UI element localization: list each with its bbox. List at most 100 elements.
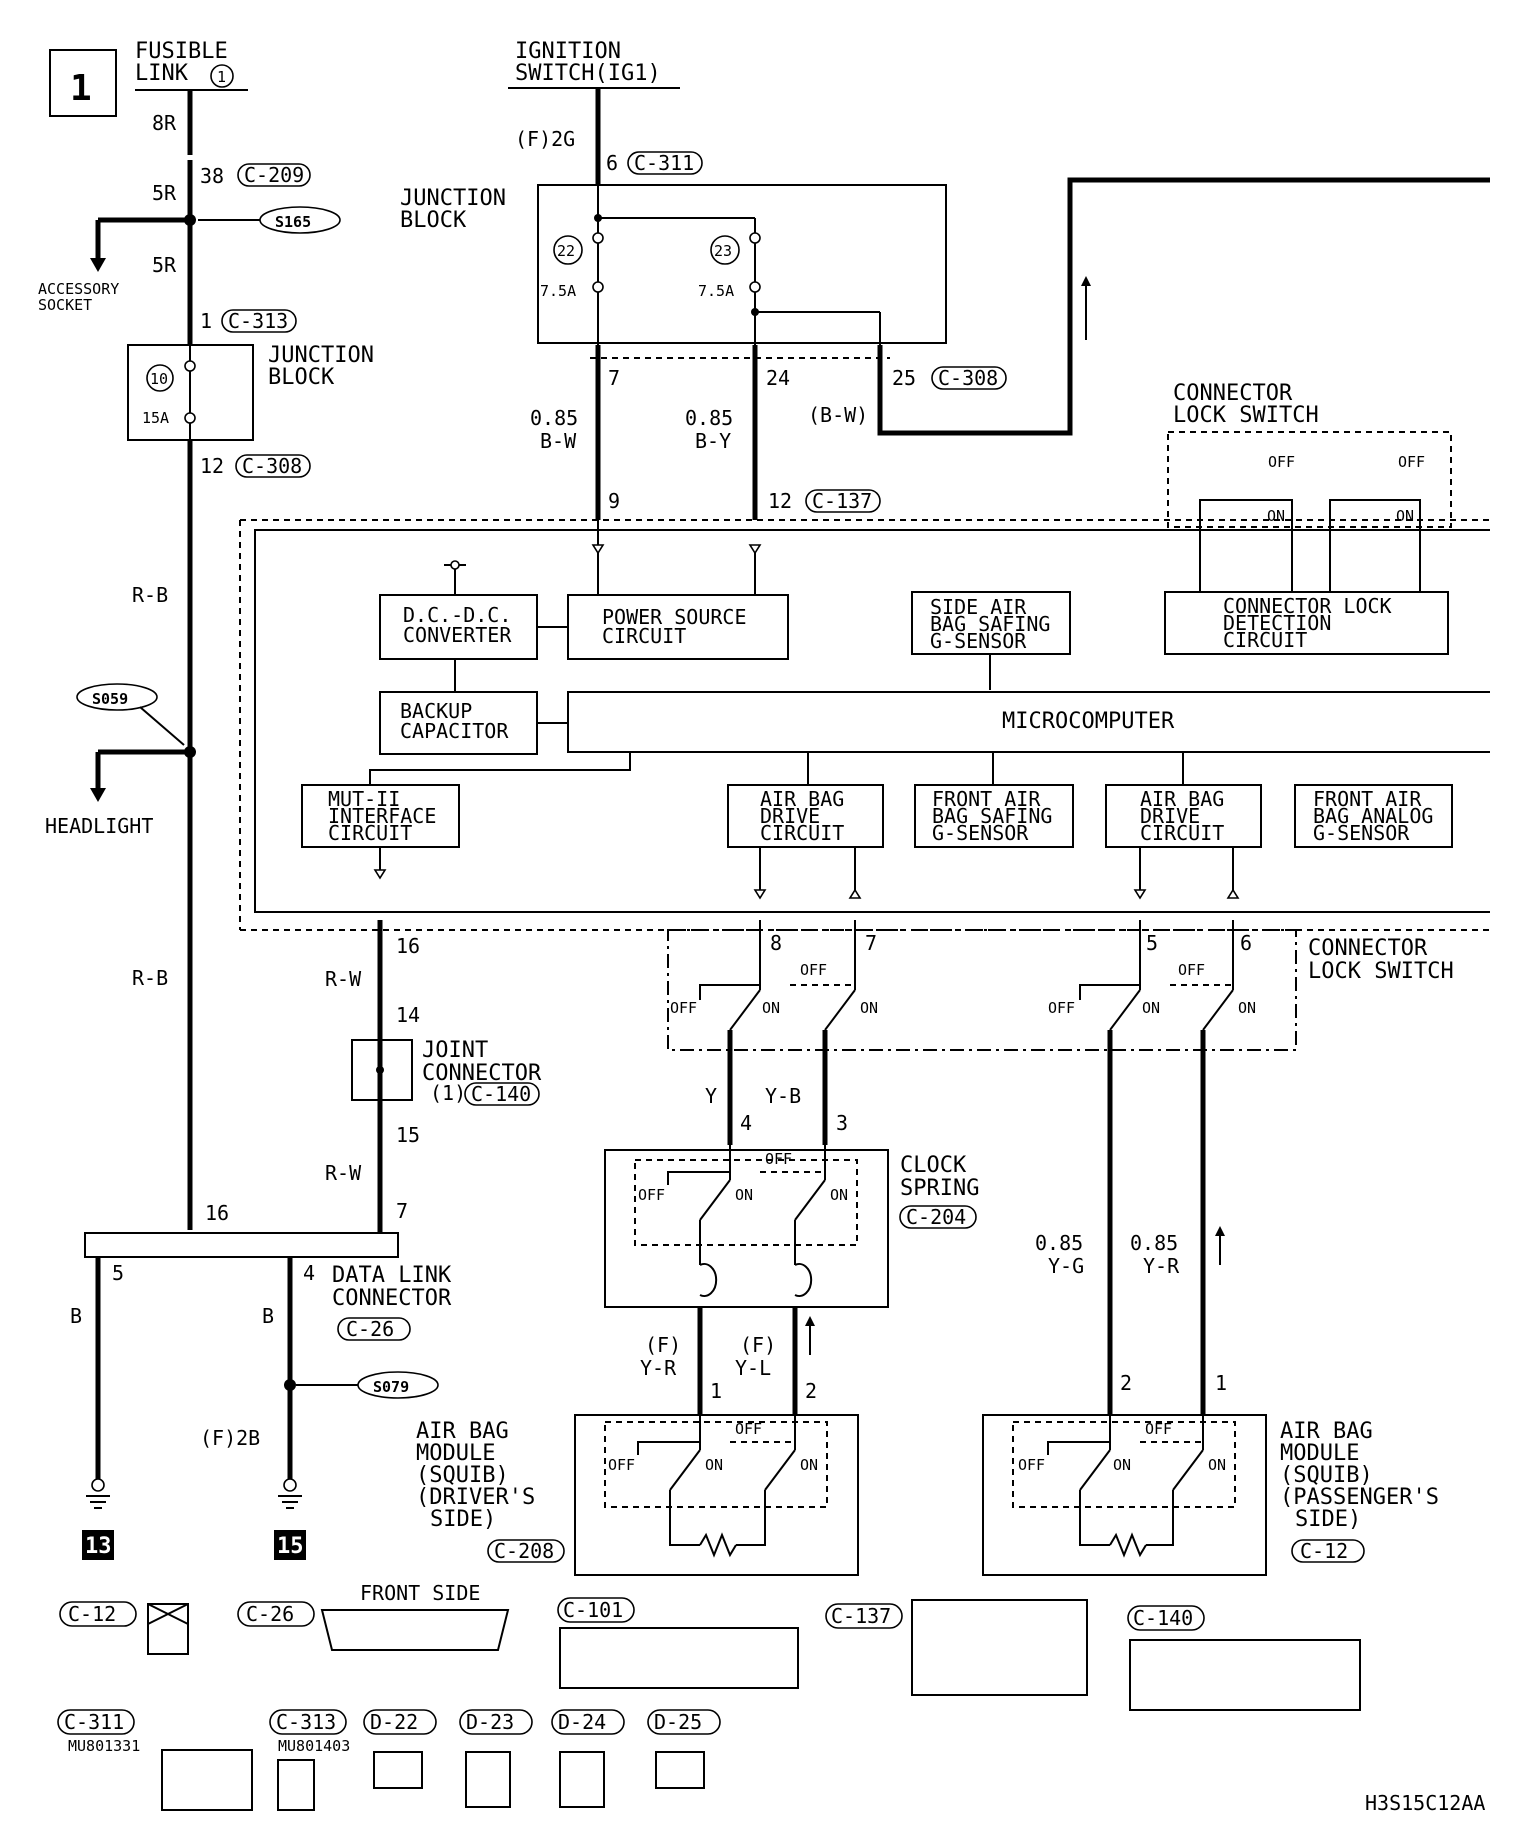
mut-arrow-icon — [373, 869, 387, 880]
ground-13: 13 — [85, 1534, 112, 1559]
connector-face-c12: C-12 — [59, 1601, 189, 1655]
ignition-switch-label: IGNITION — [515, 39, 621, 64]
sw-pas-a — [1109, 989, 1141, 1031]
sw-pas-on-a: ON — [1142, 999, 1160, 1017]
squib-pas-right — [1146, 1490, 1174, 1546]
airbag-module-driver-box — [574, 1414, 859, 1576]
wire-label-f-a: (F) — [645, 1333, 681, 1357]
clock-off-b: OFF — [765, 1150, 792, 1168]
accessory-socket-label-2: SOCKET — [38, 296, 92, 314]
block-power-source — [567, 594, 789, 660]
wire-label-r-b-a: R-B — [132, 583, 168, 607]
fabs-label-2: BAG SAFING — [932, 804, 1052, 828]
sw-pas-on-b: ON — [1238, 999, 1256, 1017]
drv-off-b: OFF — [735, 1420, 762, 1438]
connector-c26-tag — [337, 1317, 411, 1341]
sw-pas-b — [1202, 989, 1234, 1031]
connector-face-d25: D-25 — [647, 1709, 721, 1789]
clock-on-b: ON — [830, 1186, 848, 1204]
dcdc-label-1: D.C.-D.C. — [403, 603, 511, 627]
drv-on-b: ON — [800, 1456, 818, 1474]
ground-13-icon — [86, 1478, 110, 1509]
cls-top-sw2-lead — [1329, 499, 1372, 592]
connector-c209: C-209 — [244, 163, 304, 187]
svg-text:D-22: D-22 — [370, 1710, 418, 1734]
splice-dot-s079 — [284, 1379, 296, 1391]
micro-to-mut — [369, 752, 631, 785]
current-arrow-icon — [1081, 276, 1091, 286]
connector-c26: C-26 — [346, 1317, 394, 1341]
connector-c313: C-313 — [228, 309, 288, 333]
sw-drv-on-a: ON — [762, 999, 780, 1017]
connector-c137-tag — [805, 489, 881, 513]
splice-s079: S079 — [373, 1378, 409, 1396]
joint-connector-label-3: (1) — [430, 1081, 466, 1105]
cls-top-sw1-on: ON — [1267, 507, 1285, 525]
splice-s165-tag — [259, 206, 341, 234]
faba-label-2: BAG ANALOG — [1313, 804, 1433, 828]
ecu-inner-box — [254, 529, 1490, 913]
joint-connector-label-1: JOINT — [422, 1038, 488, 1063]
abd2-label-1: AIR BAG — [1140, 787, 1224, 811]
pin-1-pas: 1 — [1215, 1371, 1227, 1395]
sw-pas-short-a — [1079, 984, 1140, 1000]
pin-16-dlc: 16 — [205, 1201, 229, 1225]
pin-12-c308: 12 — [200, 454, 224, 478]
clock-short-a — [667, 1171, 730, 1185]
ecu-out-7-icon — [848, 888, 862, 899]
dlc-label-1: DATA LINK — [332, 1263, 452, 1288]
wire-label-y-b: Y-B — [765, 1084, 801, 1108]
wire-label-b-b: B — [262, 1304, 274, 1328]
fuse-23-terminal-bottom — [749, 281, 761, 293]
pin-5-dlc: 5 — [112, 1261, 124, 1285]
fusible-link-number-circle — [210, 64, 234, 88]
pas-label-4: (PASSENGER'S — [1280, 1485, 1439, 1510]
cld-label-1: CONNECTOR LOCK — [1223, 594, 1392, 618]
connector-c140-tag — [464, 1082, 540, 1106]
connector-c308-left-tag — [235, 454, 311, 478]
splice-s059-pointer — [139, 706, 185, 746]
ground-15: 15 — [277, 1534, 304, 1559]
fuse-23-number: 23 — [714, 242, 732, 260]
cls-top-sw1-off: OFF — [1268, 453, 1295, 471]
pin-2-pas: 2 — [1120, 1371, 1132, 1395]
fuse-23-amp: 7.5A — [698, 282, 734, 300]
sw-drv-b — [824, 989, 856, 1031]
dcdc-top-terminal — [450, 560, 460, 570]
sw-drv-short-a — [699, 984, 760, 1000]
connector-c12: C-12 — [1300, 1539, 1348, 1563]
wire-label-b-w: B-W — [540, 429, 577, 453]
document-code: H3S15C12AA — [1365, 1791, 1485, 1815]
connector-c204: C-204 — [906, 1205, 966, 1229]
splice-s059-tag — [76, 683, 158, 711]
connector-c140: C-140 — [471, 1082, 531, 1106]
splice-s079-tag — [357, 1371, 439, 1399]
pin-3-clock: 3 — [836, 1111, 848, 1135]
ecu-pin-12-arrow-icon — [748, 544, 762, 555]
pas-label-1: AIR BAG — [1280, 1419, 1373, 1444]
wire-label-r-w-a: R-W — [325, 967, 362, 991]
abd2-label-2: DRIVE — [1140, 804, 1200, 828]
joint-connector-node — [376, 1066, 384, 1074]
wire-label-r-b-b: R-B — [132, 966, 168, 990]
sw-pas-off-a: OFF — [1048, 999, 1075, 1017]
jb-branch-node — [751, 308, 759, 316]
clock-coil-b-icon — [794, 1263, 813, 1297]
sw-drv-a — [729, 989, 761, 1031]
junction-block-left-label: JUNCTION — [268, 343, 374, 368]
fuse-23-terminal-top — [749, 232, 761, 244]
part-number-c313: MU801403 — [278, 1737, 350, 1755]
pin-4-clock: 4 — [740, 1111, 752, 1135]
faba-label-1: FRONT AIR — [1313, 787, 1422, 811]
arrow-accessory-icon — [90, 258, 106, 272]
connector-lock-switch-top-label: CONNECTOR — [1173, 381, 1293, 406]
accessory-socket-label: ACCESSORY — [38, 280, 119, 298]
pas-on-b: ON — [1208, 1456, 1226, 1474]
clock-sw-a — [699, 1179, 731, 1221]
connector-face-c26: C-26 FRONT SIDE — [237, 1581, 510, 1651]
pin-15: 15 — [396, 1123, 420, 1147]
ground-15-tag — [274, 1530, 306, 1560]
pin-8: 8 — [770, 931, 782, 955]
fuse-22-terminal-bottom — [592, 281, 604, 293]
connector-c308-top-tag — [931, 366, 1007, 390]
